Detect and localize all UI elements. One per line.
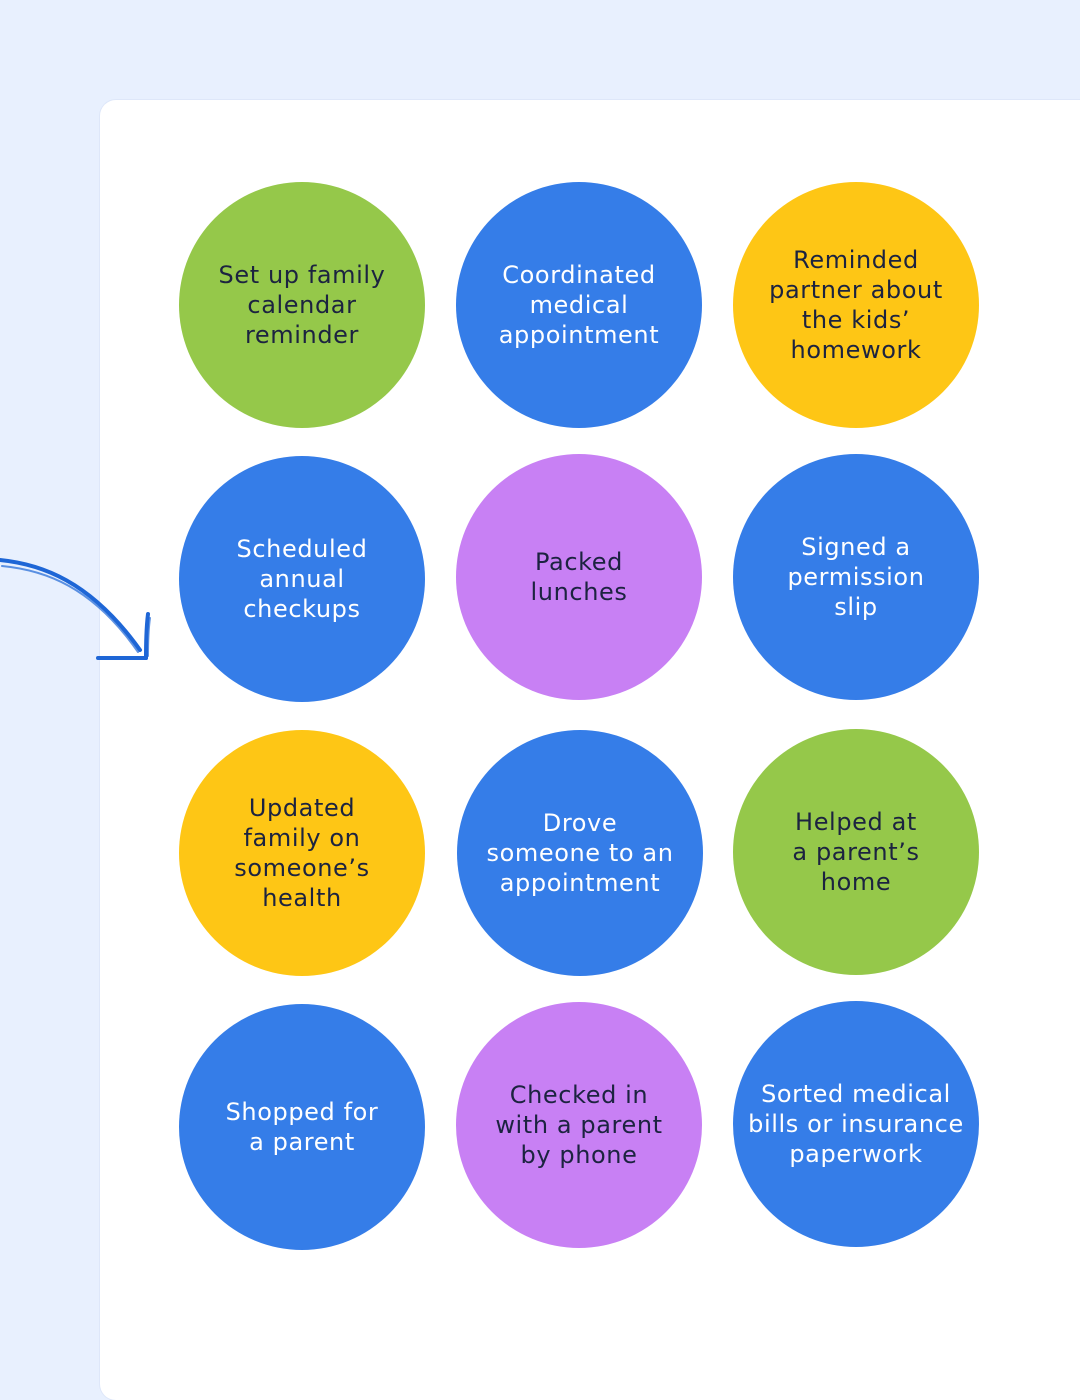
task-label: Reminded partner about the kids’ homewor… [769,246,943,364]
task-label: Shopped for a parent [225,1098,379,1156]
task-circle-annual-checkups: Scheduled annual checkups [179,456,425,702]
task-label: Helped at a parent’s home [792,808,920,896]
task-label: Sorted medical bills or insurance paperw… [748,1080,964,1168]
task-label: Updated family on someone’s health [234,794,370,912]
task-label: Set up family calendar reminder [218,261,386,349]
task-circle-permission-slip: Signed a permission slip [733,454,979,700]
task-circle-shopped-for-parent: Shopped for a parent [179,1004,425,1250]
task-circle-medical-appointment: Coordinated medical appointment [456,182,702,428]
task-label: Coordinated medical appointment [498,261,660,349]
task-label: Scheduled annual checkups [236,535,368,623]
task-circle-homework-reminder: Reminded partner about the kids’ homewor… [733,182,979,428]
task-label: Signed a permission slip [787,533,925,621]
task-label: Drove someone to an appointment [486,809,674,897]
task-label: Checked in with a parent by phone [495,1081,663,1169]
task-circle-medical-bills: Sorted medical bills or insurance paperw… [733,1001,979,1247]
task-circle-health-update: Updated family on someone’s health [179,730,425,976]
task-circle-calendar-reminder: Set up family calendar reminder [179,182,425,428]
task-circle-checked-in-by-phone: Checked in with a parent by phone [456,1002,702,1248]
task-label: Packed lunches [530,548,628,606]
task-circle-helped-parent-home: Helped at a parent’s home [733,729,979,975]
task-circle-packed-lunches: Packed lunches [456,454,702,700]
task-circle-drove-someone: Drove someone to an appointment [457,730,703,976]
hand-drawn-arrow-icon [0,558,151,660]
